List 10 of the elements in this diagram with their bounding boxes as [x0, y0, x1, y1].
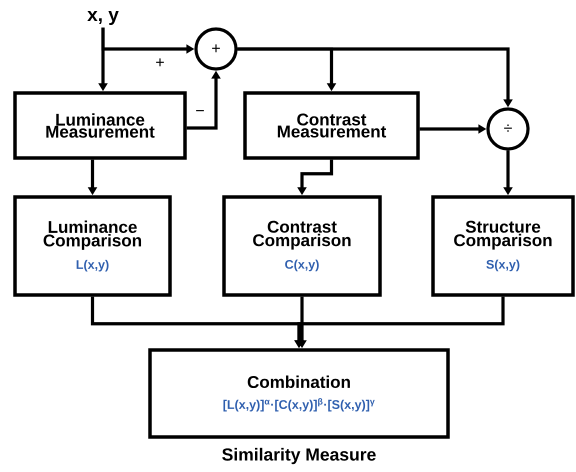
process-box: Contrast Comparison C(x,y) — [222, 195, 382, 297]
process-box: Luminance Measurement — [13, 91, 187, 160]
output-label: Similarity Measure — [222, 448, 376, 464]
process-box: Structure Comparison S(x,y) — [431, 195, 575, 297]
process-box: Contrast Measurement — [243, 91, 420, 160]
edge-label: − — [196, 110, 204, 112]
edge-label: + — [156, 58, 164, 66]
process-box: Luminance Comparison L(x,y) — [13, 195, 172, 297]
process-box: Combination [L(x,y)]$^{α}$·[C(x,y)]$^{β}$·[S(x,y)]$^{γ}$ — [148, 348, 450, 439]
input-label: x, y — [87, 11, 119, 25]
